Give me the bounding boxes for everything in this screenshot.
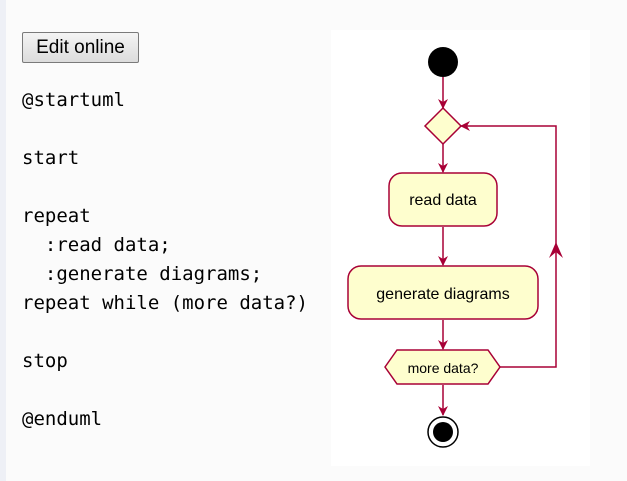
code-line: :read data;	[22, 234, 171, 256]
activity-label: generate diagrams	[376, 286, 509, 303]
activity-label: read data	[409, 192, 477, 209]
merge-diamond	[423, 106, 463, 146]
code-line: @enduml	[22, 408, 103, 430]
activity-generate-diagrams	[347, 265, 539, 320]
start-node	[428, 47, 458, 77]
decision-label: more data?	[408, 360, 479, 376]
code-line: stop	[22, 350, 68, 372]
plantuml-source: @startuml start repeat :read data; :gene…	[22, 86, 308, 434]
left-rail	[0, 0, 6, 481]
activity-read-data	[388, 172, 498, 227]
code-line: start	[22, 147, 80, 169]
loop-arrowhead	[549, 242, 563, 258]
code-line: @startuml	[22, 89, 125, 111]
diagram-canvas	[331, 30, 590, 466]
code-line: repeat while (more data?)	[22, 292, 308, 314]
stop-node-inner	[433, 422, 453, 442]
code-line: :generate diagrams;	[22, 263, 263, 285]
code-line: repeat	[22, 205, 91, 227]
decision-more-data	[384, 349, 501, 385]
edit-online-button[interactable]: Edit online	[22, 32, 139, 63]
edge-loop-back	[460, 121, 557, 368]
